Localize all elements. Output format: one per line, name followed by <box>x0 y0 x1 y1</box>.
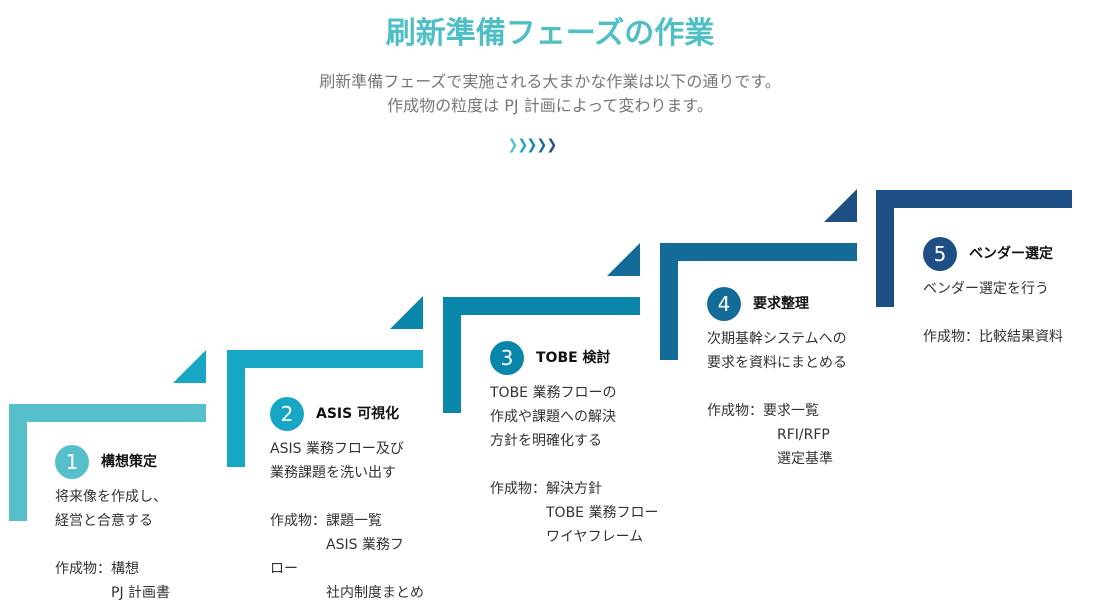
step-header: 3 TOBE 検討 <box>490 341 658 375</box>
step-description: 将来像を作成し、 経営と合意する <box>55 489 167 529</box>
step-deliverables: 作成物：比較結果資料 <box>923 329 1063 345</box>
step-3-top-bar <box>443 297 640 315</box>
chevron-arrows-icon: ❯❯❯❯❯ <box>507 137 558 153</box>
step-description: TOBE 業務フローの 作成や課題への解決 方針を明確化する <box>490 385 617 449</box>
step-deliverables: 作成物：構想 PJ 計画書 <box>55 561 171 601</box>
step-header: 1 構想策定 <box>55 445 170 479</box>
step-1-top-bar <box>9 404 206 422</box>
page-title: 刷新準備フェーズの作業 <box>385 16 715 51</box>
step-3-side-bar <box>443 297 461 413</box>
step-3-triangle-icon <box>607 243 640 276</box>
step-number-badge: 2 <box>270 397 304 431</box>
step-1: 1 構想策定将来像を作成し、 経営と合意する作成物：構想 PJ 計画書 <box>55 445 170 605</box>
step-2: 2 ASIS 可視化 ASIS 業務フロー及び 業務課題を洗い出す作成物：課題一覧 … <box>270 397 424 605</box>
step-title: ベンダー選定 <box>969 246 1053 262</box>
step-header: 5 ベンダー選定 <box>923 237 1063 271</box>
step-number-badge: 1 <box>55 445 89 479</box>
step-1-side-bar <box>9 404 27 521</box>
step-deliverables: 作成物：課題一覧 ASIS 業務フ ロー 社内制度まとめ <box>270 513 424 601</box>
step-number-badge: 5 <box>923 237 957 271</box>
step-number-badge: 3 <box>490 341 524 375</box>
step-5: 5 ベンダー選定ベンダー選定を行う作成物：比較結果資料 <box>923 237 1063 349</box>
step-description: ASIS 業務フロー及び 業務課題を洗い出す <box>270 441 404 481</box>
step-header: 4 要求整理 <box>707 287 847 321</box>
subtitle-line-1: 刷新準備フェーズで実施される大まかな作業は以下の通りです。 <box>319 72 781 91</box>
step-deliverables: 作成物：解決方針 TOBE 業務フロー ワイヤフレーム <box>490 481 659 545</box>
step-4-triangle-icon <box>824 189 857 222</box>
step-title: TOBE 検討 <box>536 350 611 366</box>
step-deliverables: 作成物：要求一覧 RFI/RFP 選定基準 <box>707 403 833 467</box>
step-description: ベンダー選定を行う <box>923 281 1049 297</box>
subtitle: 刷新準備フェーズで実施される大まかな作業は以下の通りです。 作成物の粒度は PJ… <box>0 70 1100 118</box>
step-1-triangle-icon <box>173 350 206 383</box>
step-2-side-bar <box>227 350 245 467</box>
step-4: 4 要求整理次期基幹システムへの 要求を資料にまとめる作成物：要求一覧 RFI/R… <box>707 287 847 471</box>
step-title: 要求整理 <box>753 296 809 312</box>
step-3: 3 TOBE 検討 TOBE 業務フローの 作成や課題への解決 方針を明確化する作成… <box>490 341 658 549</box>
step-2-triangle-icon <box>390 296 423 329</box>
step-4-top-bar <box>660 243 857 261</box>
step-title: ASIS 可視化 <box>316 406 400 422</box>
step-description: 次期基幹システムへの 要求を資料にまとめる <box>707 331 847 371</box>
step-header: 2 ASIS 可視化 <box>270 397 424 431</box>
step-number-badge: 4 <box>707 287 741 321</box>
step-5-side-bar <box>876 190 894 307</box>
step-title: 構想策定 <box>101 454 157 470</box>
step-2-top-bar <box>227 350 423 368</box>
step-5-top-bar <box>876 190 1072 208</box>
step-4-side-bar <box>660 243 678 360</box>
subtitle-line-2: 作成物の粒度は PJ 計画によって変わります。 <box>387 96 713 115</box>
